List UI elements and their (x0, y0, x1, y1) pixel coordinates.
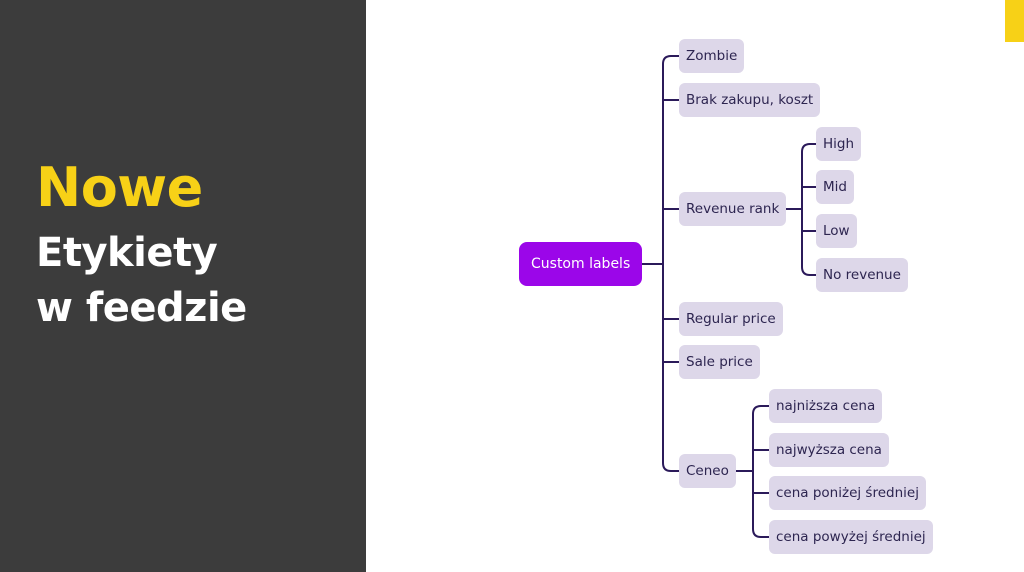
headline-line-1: Etykiety (36, 230, 218, 276)
root-node: Custom labels (519, 242, 643, 286)
accent-bar (1005, 0, 1024, 42)
leaf-node-high: High (816, 127, 862, 161)
ceneo-connector-trunk (752, 405, 770, 538)
branch-node-brak-zakupu: Brak zakupu, koszt (679, 83, 821, 117)
headline: Nowe Etykiety w feedzie (36, 150, 247, 336)
leaf-node-no-revenue: No revenue (816, 258, 908, 292)
headline-line-2: w feedzie (36, 285, 247, 331)
leaf-node-najnizsza-cena: najniższa cena (769, 389, 883, 423)
branch-node-ceneo: Ceneo (679, 454, 736, 488)
leaf-node-cena-ponizej: cena poniżej średniej (769, 476, 926, 510)
branch-node-regular-price: Regular price (679, 302, 783, 336)
branch-node-revenue-rank: Revenue rank (679, 192, 787, 226)
branch-node-zombie: Zombie (679, 39, 745, 73)
leaf-node-najwyzsza-cena: najwyższa cena (769, 433, 889, 467)
leaf-node-mid: Mid (816, 170, 854, 204)
branch-node-sale-price: Sale price (679, 345, 760, 379)
leaf-node-low: Low (816, 214, 857, 248)
root-connector-trunk (662, 55, 680, 472)
revenue-connector-trunk (801, 143, 817, 276)
left-panel (0, 0, 366, 572)
headline-word: Nowe (36, 156, 203, 219)
leaf-node-cena-powyzej: cena powyżej średniej (769, 520, 933, 554)
